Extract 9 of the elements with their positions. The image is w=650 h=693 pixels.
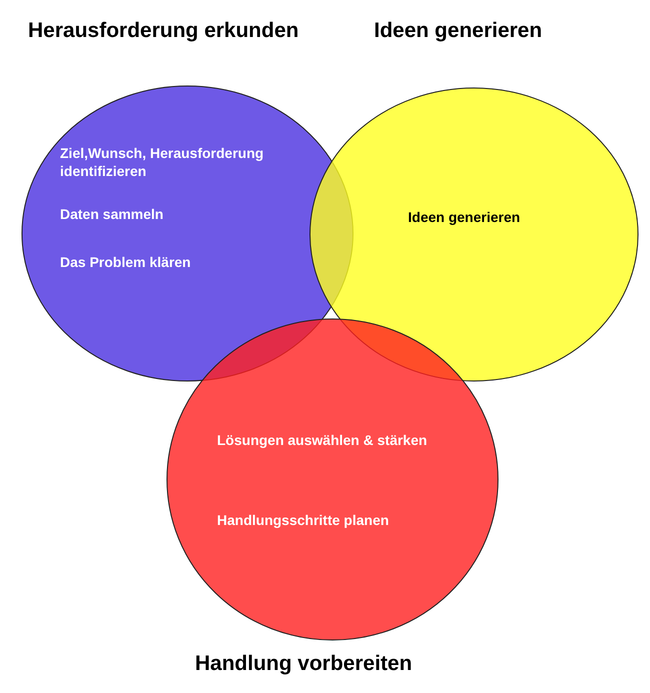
circle-item: Handlungsschritte planen bbox=[217, 512, 390, 530]
circle-heading: Handlung vorbereiten bbox=[195, 651, 412, 677]
circle-item: Das Problem klären bbox=[60, 254, 192, 272]
circle-heading: Herausforderung erkunden bbox=[28, 18, 299, 44]
circle-heading: Ideen generieren bbox=[374, 18, 542, 44]
circle-item: Ziel,Wunsch, Herausforderung identifizieren bbox=[60, 145, 265, 180]
circle-item: Daten sammeln bbox=[60, 206, 164, 224]
circle-item: Ideen generieren bbox=[408, 209, 522, 226]
circle-item: Lösungen auswählen & stärken bbox=[217, 432, 428, 450]
